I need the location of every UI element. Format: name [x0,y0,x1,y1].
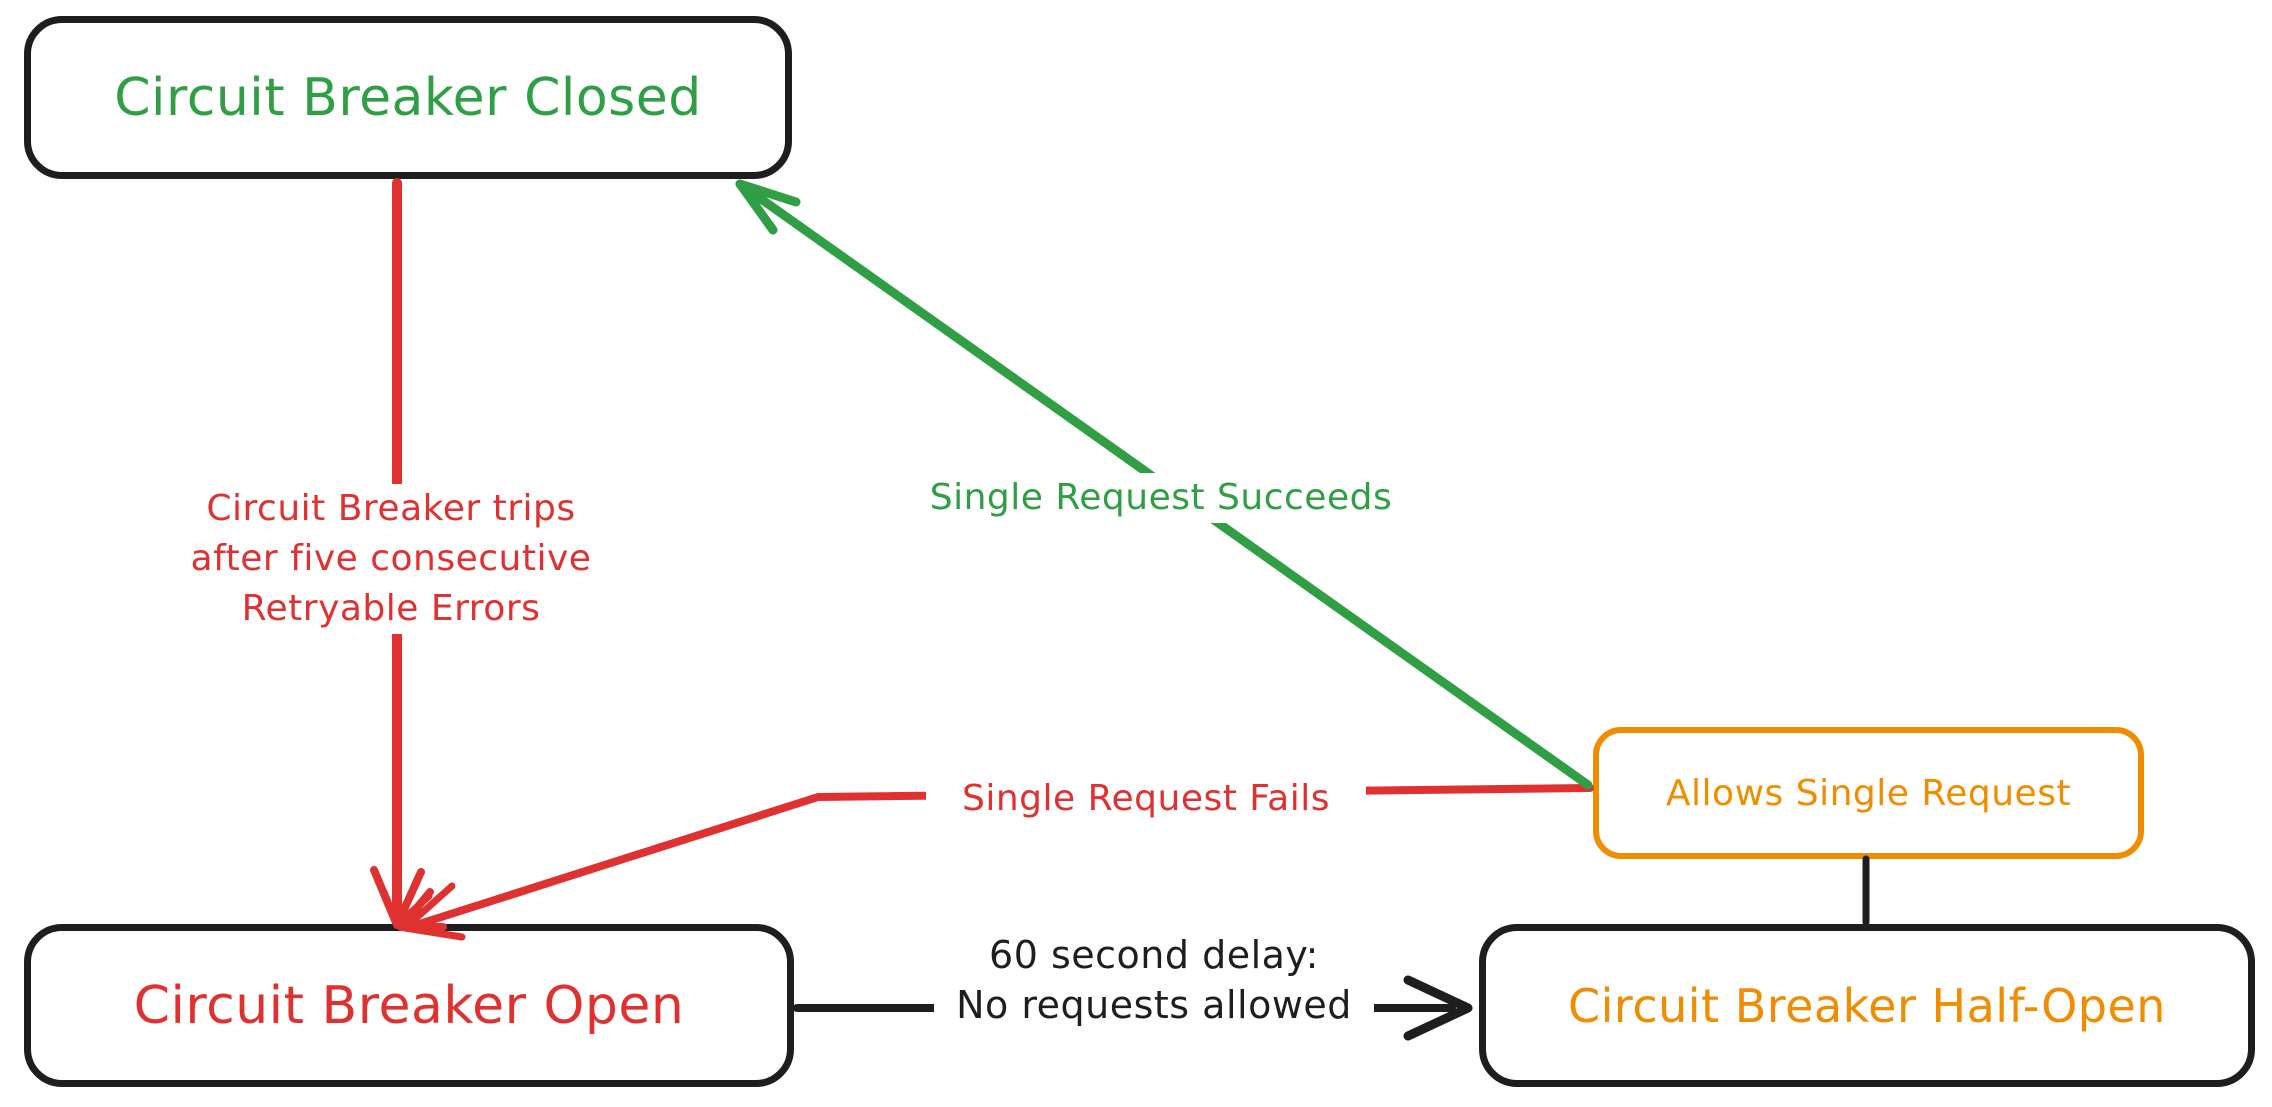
edge-label-succeeds-text: Single Request Succeeds [929,477,1393,518]
edge-label-succeeds: Single Request Succeeds [901,473,1421,523]
node-circuit-breaker-half-open: Circuit Breaker Half-Open [1479,924,2255,1087]
edge-label-delay: 60 second delay: No requests allowed [934,930,1374,1030]
edge-label-trips-line-1: Circuit Breaker trips [206,488,576,529]
node-half-open-label: Circuit Breaker Half-Open [1568,978,2166,1033]
node-circuit-breaker-open: Circuit Breaker Open [24,924,794,1087]
arrowhead-down-icon [370,866,425,929]
node-allows-label: Allows Single Request [1665,772,2072,814]
arrowhead-down-extra-stroke [380,888,433,929]
edge-label-trips-line-3: Retryable Errors [241,588,541,629]
arrowhead-down-left-icon [397,888,447,931]
edge-label-trips-line-2: after five consecutive [190,538,592,579]
arrowhead-right-icon [1403,975,1473,1041]
edge-label-fails-text: Single Request Fails [961,778,1330,819]
node-allows-single-request: Allows Single Request [1593,727,2144,859]
edge-label-delay-line-2: No requests allowed [956,983,1352,1027]
edge-label-fails: Single Request Fails [926,774,1366,824]
edge-label-delay-line-1: 60 second delay: [989,933,1319,977]
node-open-label: Circuit Breaker Open [133,975,685,1036]
edge-label-trips: Circuit Breaker trips after five consecu… [156,484,626,634]
arrowhead-up-left-icon [735,179,801,235]
node-closed-label: Circuit Breaker Closed [114,67,702,128]
node-circuit-breaker-closed: Circuit Breaker Closed [24,16,792,179]
